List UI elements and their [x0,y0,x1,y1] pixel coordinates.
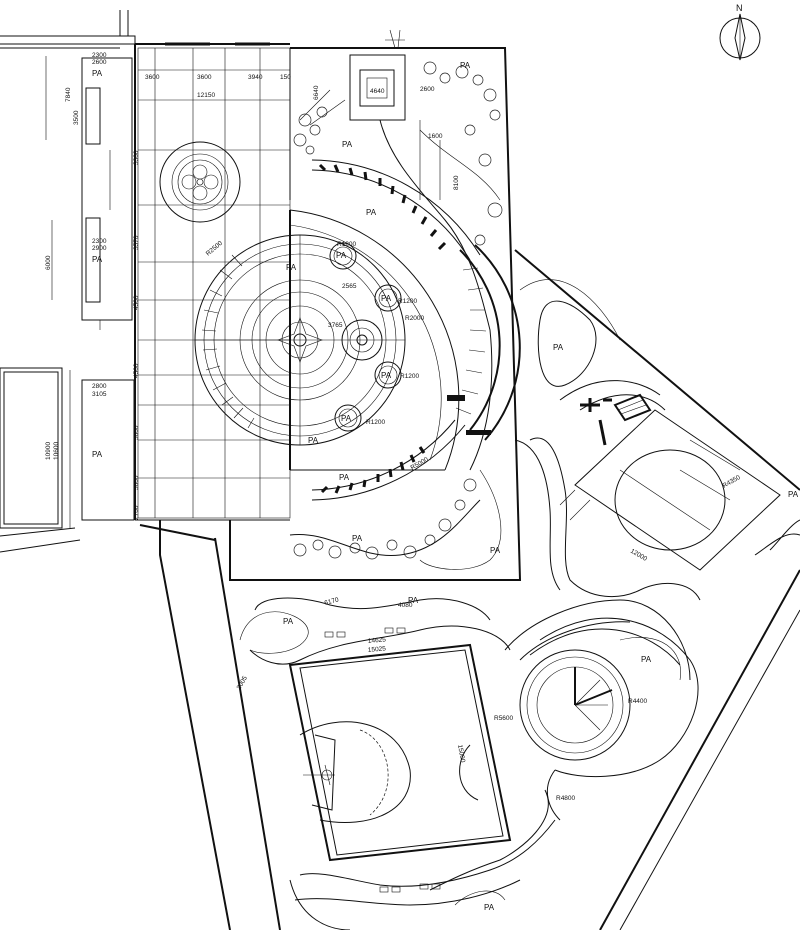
dim-label: 3765 [328,322,343,329]
dim-label: 2700 [133,505,140,520]
right-court [559,409,781,571]
dim-label: 1600 [428,133,443,140]
hatched-arc-paving [311,159,521,501]
dim-label: R5600 [494,715,514,722]
north-label: N [736,3,743,13]
playground [580,393,652,446]
pa-label: PA [788,490,799,499]
dim-label: 3300 [133,150,140,165]
garden-rocks-left [293,106,328,155]
dim-label: 6000 [45,255,52,270]
dim-label: 7840 [65,87,72,102]
perimeter-paths [139,437,800,930]
dim-label: 4500 [133,295,140,310]
pa-label: PA [336,251,347,260]
pa-label: PA [408,596,419,605]
dim-label: 3600 [133,475,140,490]
radial-stair-ring [201,254,255,429]
plaza-grid [134,42,291,521]
dim-label: 10600 [53,442,60,460]
pa-label: PA [92,69,103,78]
pa-label: PA [553,343,564,352]
fountain-ornament [181,164,219,201]
dim-label: R2000 [405,315,425,322]
benches [324,627,441,893]
dim-label: 6170 [324,596,340,607]
dim-label: R4800 [556,795,576,802]
pa-label: PA [92,255,103,264]
dim-label: 4640 [370,88,385,95]
garden-rocks-right [423,61,503,246]
building-outline [0,10,136,553]
dim-label: 3600 [133,425,140,440]
dim-label: 2300 [92,52,107,59]
dim-label: 2900 [92,245,107,252]
dim-label: 3600 [145,74,160,81]
dim-label: 3600 [197,74,212,81]
pa-label: PA [484,903,495,912]
pa-label: PA [352,534,363,543]
dim-label: 15025 [368,645,387,654]
dim-label: 4080 [398,602,413,609]
area-labels: PA PA PA PA PA PA PA PA PA PA PA PA PA P… [92,61,799,912]
north-arrow: N [719,3,761,61]
pa-label: PA [381,371,392,380]
pa-label: PA [286,263,297,272]
dim-label: 12000 [629,548,648,563]
right-green [514,249,800,491]
pa-label: PA [490,546,501,555]
upper-garden [229,29,522,581]
pa-label: PA [283,617,294,626]
dim-label: R4400 [628,698,648,705]
pa-label: PA [381,294,392,303]
round-garden [519,617,699,777]
dim-label: 3570 [133,235,140,250]
dim-label: R1200 [337,241,357,248]
dim-label: 4500 [133,363,140,378]
dim-label: 6640 [313,85,320,100]
dim-label: 2565 [342,283,357,290]
dim-label: 3105 [92,391,107,398]
pa-label: PA [308,436,319,445]
dim-label: R1200 [366,419,386,426]
pa-label: PA [460,61,471,70]
dim-label: 150 [280,74,291,81]
pa-label: PA [366,208,377,217]
dim-label: 2800 [92,383,107,390]
pa-label: PA [339,473,350,482]
pa-label: PA [342,140,353,149]
dim-label: 3940 [248,74,263,81]
dim-label: 3500 [73,110,80,125]
dim-label: R4350 [722,474,742,490]
dim-label: 10900 [45,442,52,460]
sector-court [289,209,460,471]
central-plaza [194,234,406,446]
dim-label: 2300 [92,238,107,245]
dim-label: 14625 [368,636,387,645]
dim-label: R2500 [205,240,224,258]
dim-label: 2600 [92,59,107,66]
dim-label: 8100 [453,175,460,190]
basketball-court [288,643,512,862]
dim-label: R1200 [400,373,420,380]
dim-label: 12150 [197,92,215,99]
dim-label: 15000 [456,744,466,763]
pa-label: PA [641,655,652,664]
dim-label: 2600 [420,86,435,93]
garden-rocks-bottom [293,478,477,560]
dim-label: R1200 [398,298,418,305]
pa-label: PA [92,450,103,459]
pa-label: PA [341,414,352,423]
